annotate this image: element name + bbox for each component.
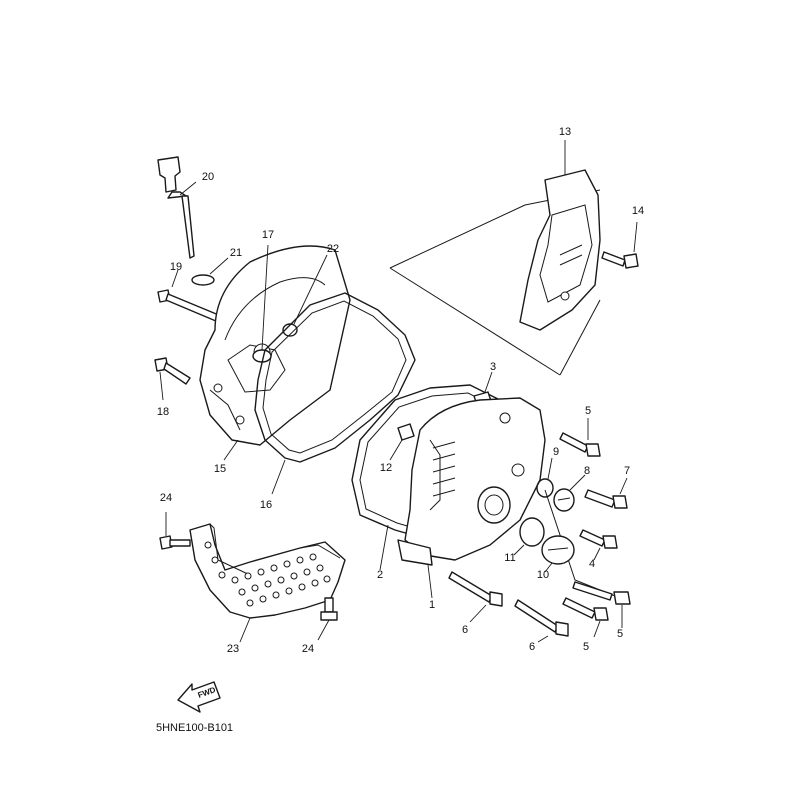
callout-18: 18	[157, 406, 169, 418]
callout-12: 12	[380, 462, 392, 474]
crankcase-cover-part-1	[397, 397, 546, 599]
bolt-part-5c	[562, 597, 609, 638]
bolt-part-19	[157, 269, 227, 325]
callout-11: 11	[504, 552, 515, 564]
callout-24-upper: 24	[160, 492, 172, 504]
dowel-part-12	[389, 423, 415, 461]
callout-labels: 20 21 17 22 19 18 15 16 13 14 3 5 12 9 8…	[157, 126, 644, 655]
plug-part-8	[553, 474, 586, 512]
callout-15: 15	[214, 463, 226, 475]
callout-9: 9	[553, 446, 559, 458]
callout-3: 3	[490, 361, 496, 373]
callout-16: 16	[260, 499, 272, 511]
callout-17: 17	[262, 229, 274, 241]
cover-part-13	[519, 140, 601, 331]
seal-part-22	[282, 254, 328, 337]
o-ring-part-11	[513, 517, 545, 556]
callout-22: 22	[327, 243, 339, 255]
callout-2: 2	[377, 569, 383, 581]
callout-6-mid: 6	[529, 641, 535, 653]
callout-1: 1	[429, 599, 435, 611]
bolt-part-6b	[514, 599, 569, 643]
bolt-part-7	[584, 477, 628, 509]
oil-dipstick-part-20	[157, 156, 197, 259]
o-ring-part-9	[536, 457, 554, 498]
callout-21: 21	[230, 247, 242, 259]
callout-19: 19	[170, 261, 182, 273]
bolt-part-18	[154, 357, 191, 401]
callout-13: 13	[559, 126, 571, 138]
callout-10: 10	[537, 569, 549, 581]
callout-5-top: 5	[585, 405, 591, 417]
o-ring-part-21	[191, 257, 229, 286]
diagram-code: 5HNE100-B101	[156, 722, 233, 734]
callout-4: 4	[589, 558, 595, 570]
bolt-part-14	[601, 221, 639, 269]
skid-plate-holes	[204, 541, 331, 607]
gasket-part-16	[254, 292, 416, 495]
callout-23: 23	[227, 643, 239, 655]
callout-5-bottom: 5	[583, 641, 589, 653]
bolt-part-4	[579, 529, 618, 561]
callout-7: 7	[624, 465, 630, 477]
bolt-part-6a	[448, 571, 503, 623]
bolt-part-5b	[572, 581, 631, 628]
callout-8: 8	[584, 465, 590, 477]
bolt-part-24a	[159, 512, 191, 550]
bolt-part-24b	[317, 597, 338, 641]
fwd-arrow-icon: FWD	[177, 681, 221, 713]
skid-plate-part-23	[189, 523, 346, 643]
callout-6-left: 6	[462, 624, 468, 636]
callout-5-right: 5	[617, 628, 623, 640]
bolt-part-5a	[559, 418, 601, 457]
clutch-cover-part-15	[199, 245, 351, 461]
callout-24-lower: 24	[302, 643, 314, 655]
callout-14: 14	[632, 205, 644, 217]
callout-20: 20	[202, 171, 214, 183]
plug-part-10	[541, 535, 575, 573]
